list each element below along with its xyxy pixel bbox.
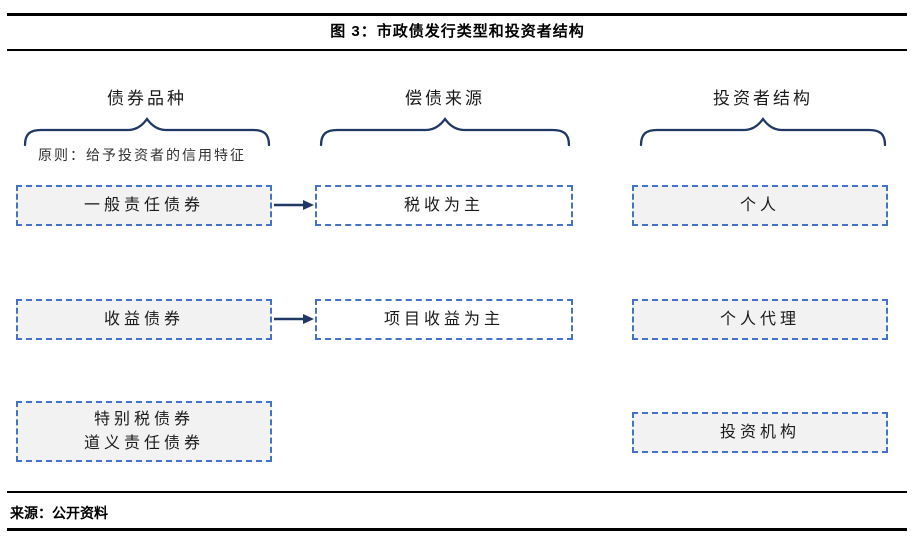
overbrace-icon <box>319 117 571 147</box>
box-individuals: 个人 <box>632 185 888 226</box>
box-label: 一般责任债券 <box>83 196 204 214</box>
box-label: 投资机构 <box>719 423 800 441</box>
bottom-rule <box>7 528 907 531</box>
top-rule <box>7 13 907 16</box>
title-bottom-rule <box>7 49 907 51</box>
principle-note: 原则：给予投资者的信用特征 <box>38 149 246 164</box>
box-label: 个人 <box>739 196 780 214</box>
figure-title: 图 3：市政债发行类型和投资者结构 <box>330 23 585 40</box>
column-header-repayment-source: 偿债来源 <box>405 89 485 108</box>
box-label-line1: 特别税债券 <box>93 410 194 428</box>
box-label: 税收为主 <box>403 196 484 214</box>
box-revenue-bond: 收益债券 <box>16 299 272 340</box>
box-tax-based: 税收为主 <box>315 185 573 226</box>
box-label-line2: 道义责任债券 <box>83 434 204 452</box>
column-header-investor-structure: 投资者结构 <box>713 89 813 108</box>
box-label: 收益债券 <box>103 310 184 328</box>
column-header-bond-type: 债券品种 <box>107 89 187 108</box>
arrow-right-icon <box>274 200 314 210</box>
source-top-rule <box>7 491 907 493</box>
box-individual-agents: 个人代理 <box>632 299 888 340</box>
box-special-tax-moral-obligation-bond: 特别税债券 道义责任债券 <box>16 401 272 462</box>
box-project-revenue-based: 项目收益为主 <box>315 299 573 340</box>
overbrace-icon <box>639 117 887 147</box>
box-label: 个人代理 <box>719 310 800 328</box>
box-general-obligation-bond: 一般责任债券 <box>16 185 272 226</box>
figure-source: 来源：公开资料 <box>10 505 108 521</box>
arrow-right-icon <box>274 314 314 324</box>
box-investment-institutions: 投资机构 <box>632 412 888 453</box>
overbrace-icon <box>23 117 271 147</box>
box-label: 项目收益为主 <box>383 310 504 328</box>
